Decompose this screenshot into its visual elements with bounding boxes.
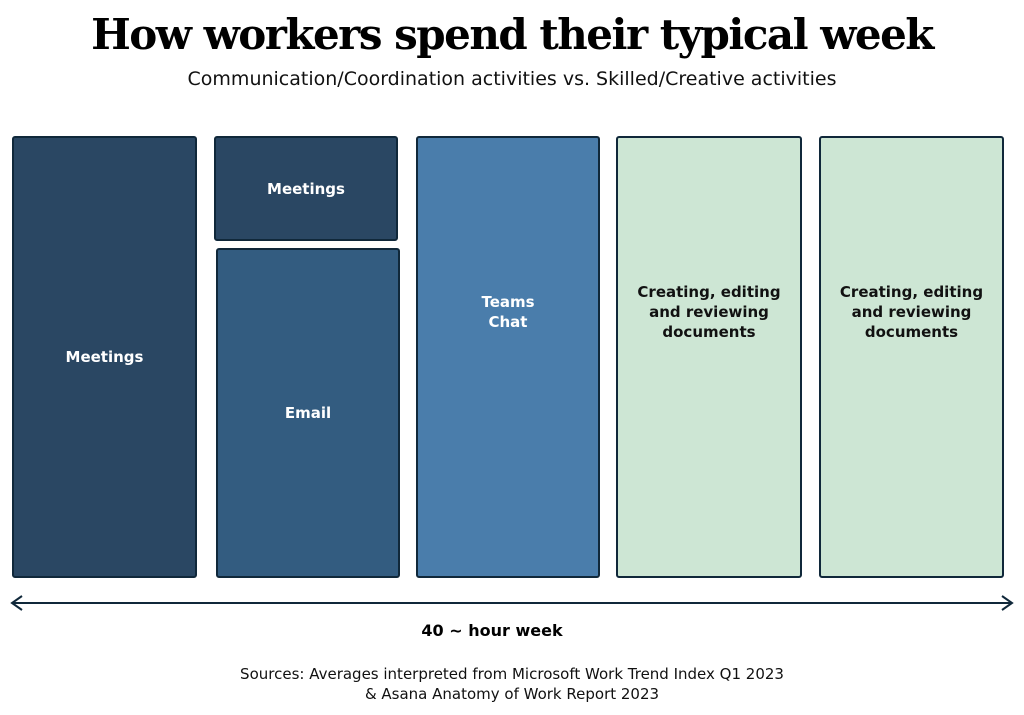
- block-label: Email: [284, 404, 332, 422]
- block-label: Meetings: [65, 348, 144, 366]
- block-documents-1: Creating, editing and reviewing document…: [616, 136, 802, 578]
- subtitle: Communication/Coordination activities vs…: [187, 68, 837, 90]
- block-label: Meetings: [267, 179, 345, 198]
- block-label: Teams Chat: [481, 293, 535, 331]
- week-span-arrow: [10, 595, 1014, 611]
- source-line-1: Sources: Averages interpreted from Micro…: [240, 665, 784, 683]
- page-title: How workers spend their typical week: [91, 10, 934, 59]
- axis-label: 40 ~ hour week: [421, 621, 563, 640]
- block-label: Creating, editing and reviewing document…: [839, 283, 984, 341]
- block-email: Email: [216, 248, 400, 578]
- block-label: Creating, editing and reviewing document…: [637, 283, 781, 341]
- block-meetings-large: Meetings: [12, 136, 197, 578]
- block-teams-chat: Teams Chat: [416, 136, 600, 578]
- block-documents-2: Creating, editing and reviewing document…: [819, 136, 1004, 578]
- block-meetings-small: Meetings: [214, 136, 398, 241]
- source-line-2: & Asana Anatomy of Work Report 2023: [364, 685, 660, 703]
